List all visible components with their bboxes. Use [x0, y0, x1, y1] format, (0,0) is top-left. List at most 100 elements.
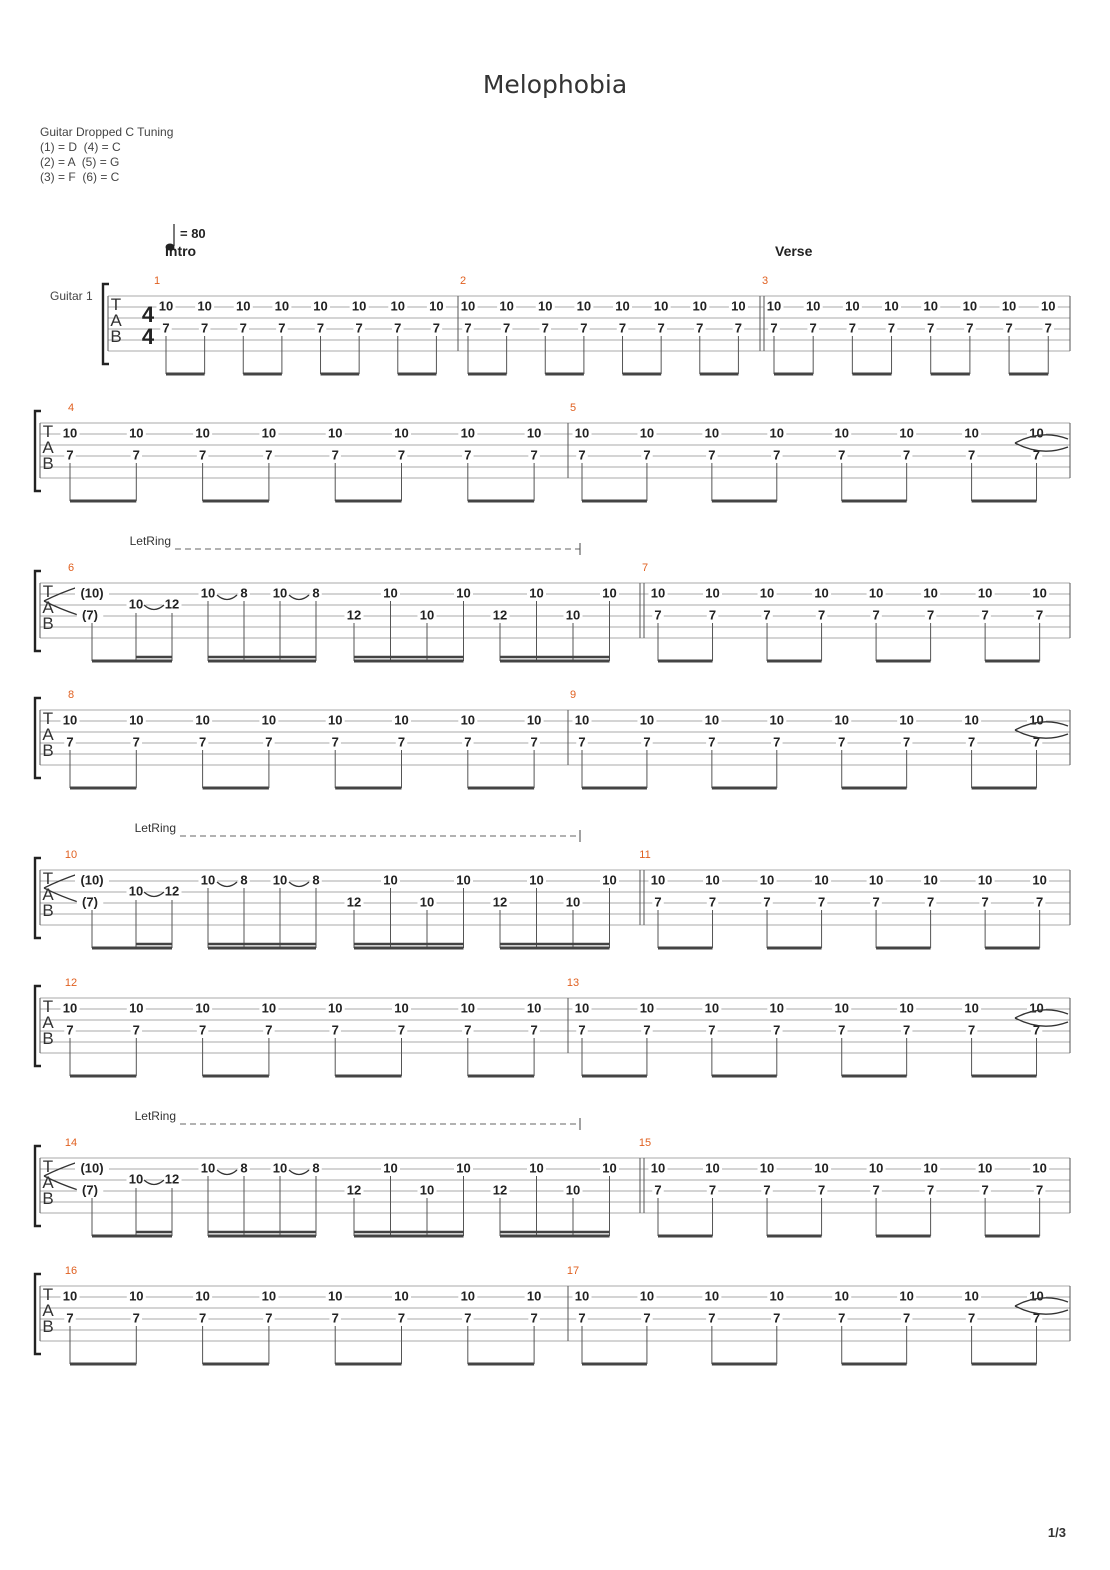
fret-bg [325, 713, 345, 726]
fret-number: 7 [1033, 448, 1040, 463]
fret-number: 10 [899, 1001, 913, 1016]
fret-number: 10 [705, 873, 719, 888]
tuning-line: (3) = F (6) = C [40, 170, 120, 184]
fret-bg [812, 873, 832, 886]
fret-number-tied: (7) [82, 608, 98, 623]
fret-bg [395, 448, 408, 461]
fret-number: 10 [834, 1289, 848, 1304]
fret-number: 10 [527, 426, 541, 441]
tab-clef-letter: B [42, 1029, 53, 1048]
fret-number: 10 [899, 1289, 913, 1304]
bar-number: 16 [65, 1265, 77, 1277]
tab-clef-letter: A [42, 1301, 54, 1320]
bar-number: 6 [68, 562, 74, 574]
let-ring-label: LetRing [135, 1109, 176, 1123]
fret-bg [528, 448, 540, 461]
fret-number: 8 [312, 1161, 319, 1176]
fret-bg [641, 1023, 653, 1036]
slur [288, 1169, 310, 1176]
tab-clef-letter: B [42, 614, 53, 633]
tab-clef-letter: T [43, 1285, 53, 1304]
fret-number: 10 [964, 713, 978, 728]
fret-bg [490, 1183, 510, 1196]
fret-bg [832, 1001, 852, 1014]
fret-number: 10 [527, 1289, 541, 1304]
fret-bg [276, 321, 288, 334]
fret-number: 7 [903, 1023, 910, 1038]
fret-number: 10 [869, 1161, 883, 1176]
fret-bg [641, 735, 653, 748]
fret-bg [576, 448, 588, 461]
fret-number: 7 [654, 1183, 661, 1198]
fret-bg [329, 735, 341, 748]
fret-bg [454, 1161, 473, 1174]
slur [216, 1169, 238, 1176]
fret-bg [392, 1001, 412, 1014]
tie-in-mark [43, 600, 79, 616]
fret-bg [75, 873, 109, 886]
tie-out-mark [1014, 1009, 1069, 1019]
fret-number: 7 [578, 1311, 585, 1326]
fret-bg [76, 608, 104, 621]
fret-bg [193, 426, 213, 439]
fret-number: 7 [530, 735, 537, 750]
fret-number: 7 [735, 321, 742, 336]
fret-number: 7 [133, 1023, 140, 1038]
fret-number: 10 [1032, 586, 1046, 601]
fret-number: 7 [133, 1311, 140, 1326]
fret-bg [126, 1289, 146, 1302]
fret-number: 7 [927, 608, 934, 623]
fret-bg [572, 1001, 592, 1014]
fret-bg [965, 735, 978, 748]
fret-number: 10 [159, 299, 173, 314]
fret-number: 7 [708, 735, 715, 750]
tie-in-mark [43, 887, 79, 903]
fret-number: 7 [278, 321, 285, 336]
fret-number: 10 [352, 299, 366, 314]
fret-number: 10 [566, 1183, 580, 1198]
fret-bg [454, 873, 473, 886]
fret-number: 7 [332, 448, 339, 463]
fret-bg [392, 1289, 412, 1302]
fret-number: 10 [978, 1161, 992, 1176]
fret-bg [921, 873, 941, 886]
fret-bg [196, 1311, 209, 1324]
fret-bg [706, 1183, 719, 1196]
fret-bg [962, 426, 982, 439]
fret-number: 7 [332, 1311, 339, 1326]
fret-bg [616, 321, 629, 334]
fret-bg [1042, 321, 1054, 334]
fret-bg [344, 608, 364, 621]
fret-bg [703, 1161, 723, 1174]
fret-number: 7 [818, 1183, 825, 1198]
fret-bg [1030, 448, 1043, 461]
fret-bg [962, 1289, 982, 1302]
fret-bg [757, 1161, 777, 1174]
fret-bg [870, 1183, 882, 1196]
fret-bg [578, 321, 590, 334]
fret-number: 7 [1045, 321, 1052, 336]
fret-bg [395, 735, 408, 748]
fret-number: 7 [838, 1311, 845, 1326]
tab-clef-letter: A [42, 885, 54, 904]
fret-number: 7 [619, 321, 626, 336]
fret-bg [314, 321, 327, 334]
fret-bg [193, 1289, 213, 1302]
fret-number: 10 [313, 299, 327, 314]
fret-bg [490, 608, 510, 621]
fret-number: 10 [461, 1289, 475, 1304]
fret-bg [462, 448, 474, 461]
fret-bg [497, 299, 517, 312]
let-ring-label: LetRing [130, 534, 171, 548]
fret-number: 10 [770, 1289, 784, 1304]
tie-out-mark [1014, 442, 1069, 452]
fret-bg [706, 735, 718, 748]
fret-bg [812, 586, 832, 599]
fret-bg [761, 895, 773, 908]
fret-bg [263, 1023, 275, 1036]
fret-number: 7 [240, 321, 247, 336]
fret-bg [1033, 608, 1046, 621]
fret-number: 8 [240, 873, 247, 888]
fret-bg [652, 1183, 664, 1196]
